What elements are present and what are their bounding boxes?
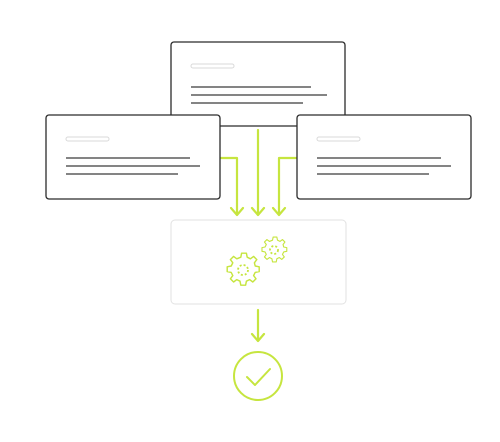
arrow-right [277,156,299,216]
input-arrows [219,128,299,217]
document-title-placeholder [65,136,110,142]
document-center [170,41,346,127]
document-title-placeholder [190,63,235,69]
large-gear-icon [226,252,260,286]
process-box [170,219,347,305]
result-circle [233,351,283,401]
gears-icon [226,236,288,286]
arrowhead-right [271,206,287,217]
document-right [296,114,472,200]
check-mark [246,368,271,386]
document-title-placeholder [316,136,361,142]
arrow-left [219,156,239,216]
small-gear-icon [261,236,288,263]
document-left [45,114,221,200]
arrowhead-left [229,206,245,217]
arrowhead-center [250,206,266,217]
checkmark-icon [233,351,283,401]
output-arrow [250,308,266,343]
